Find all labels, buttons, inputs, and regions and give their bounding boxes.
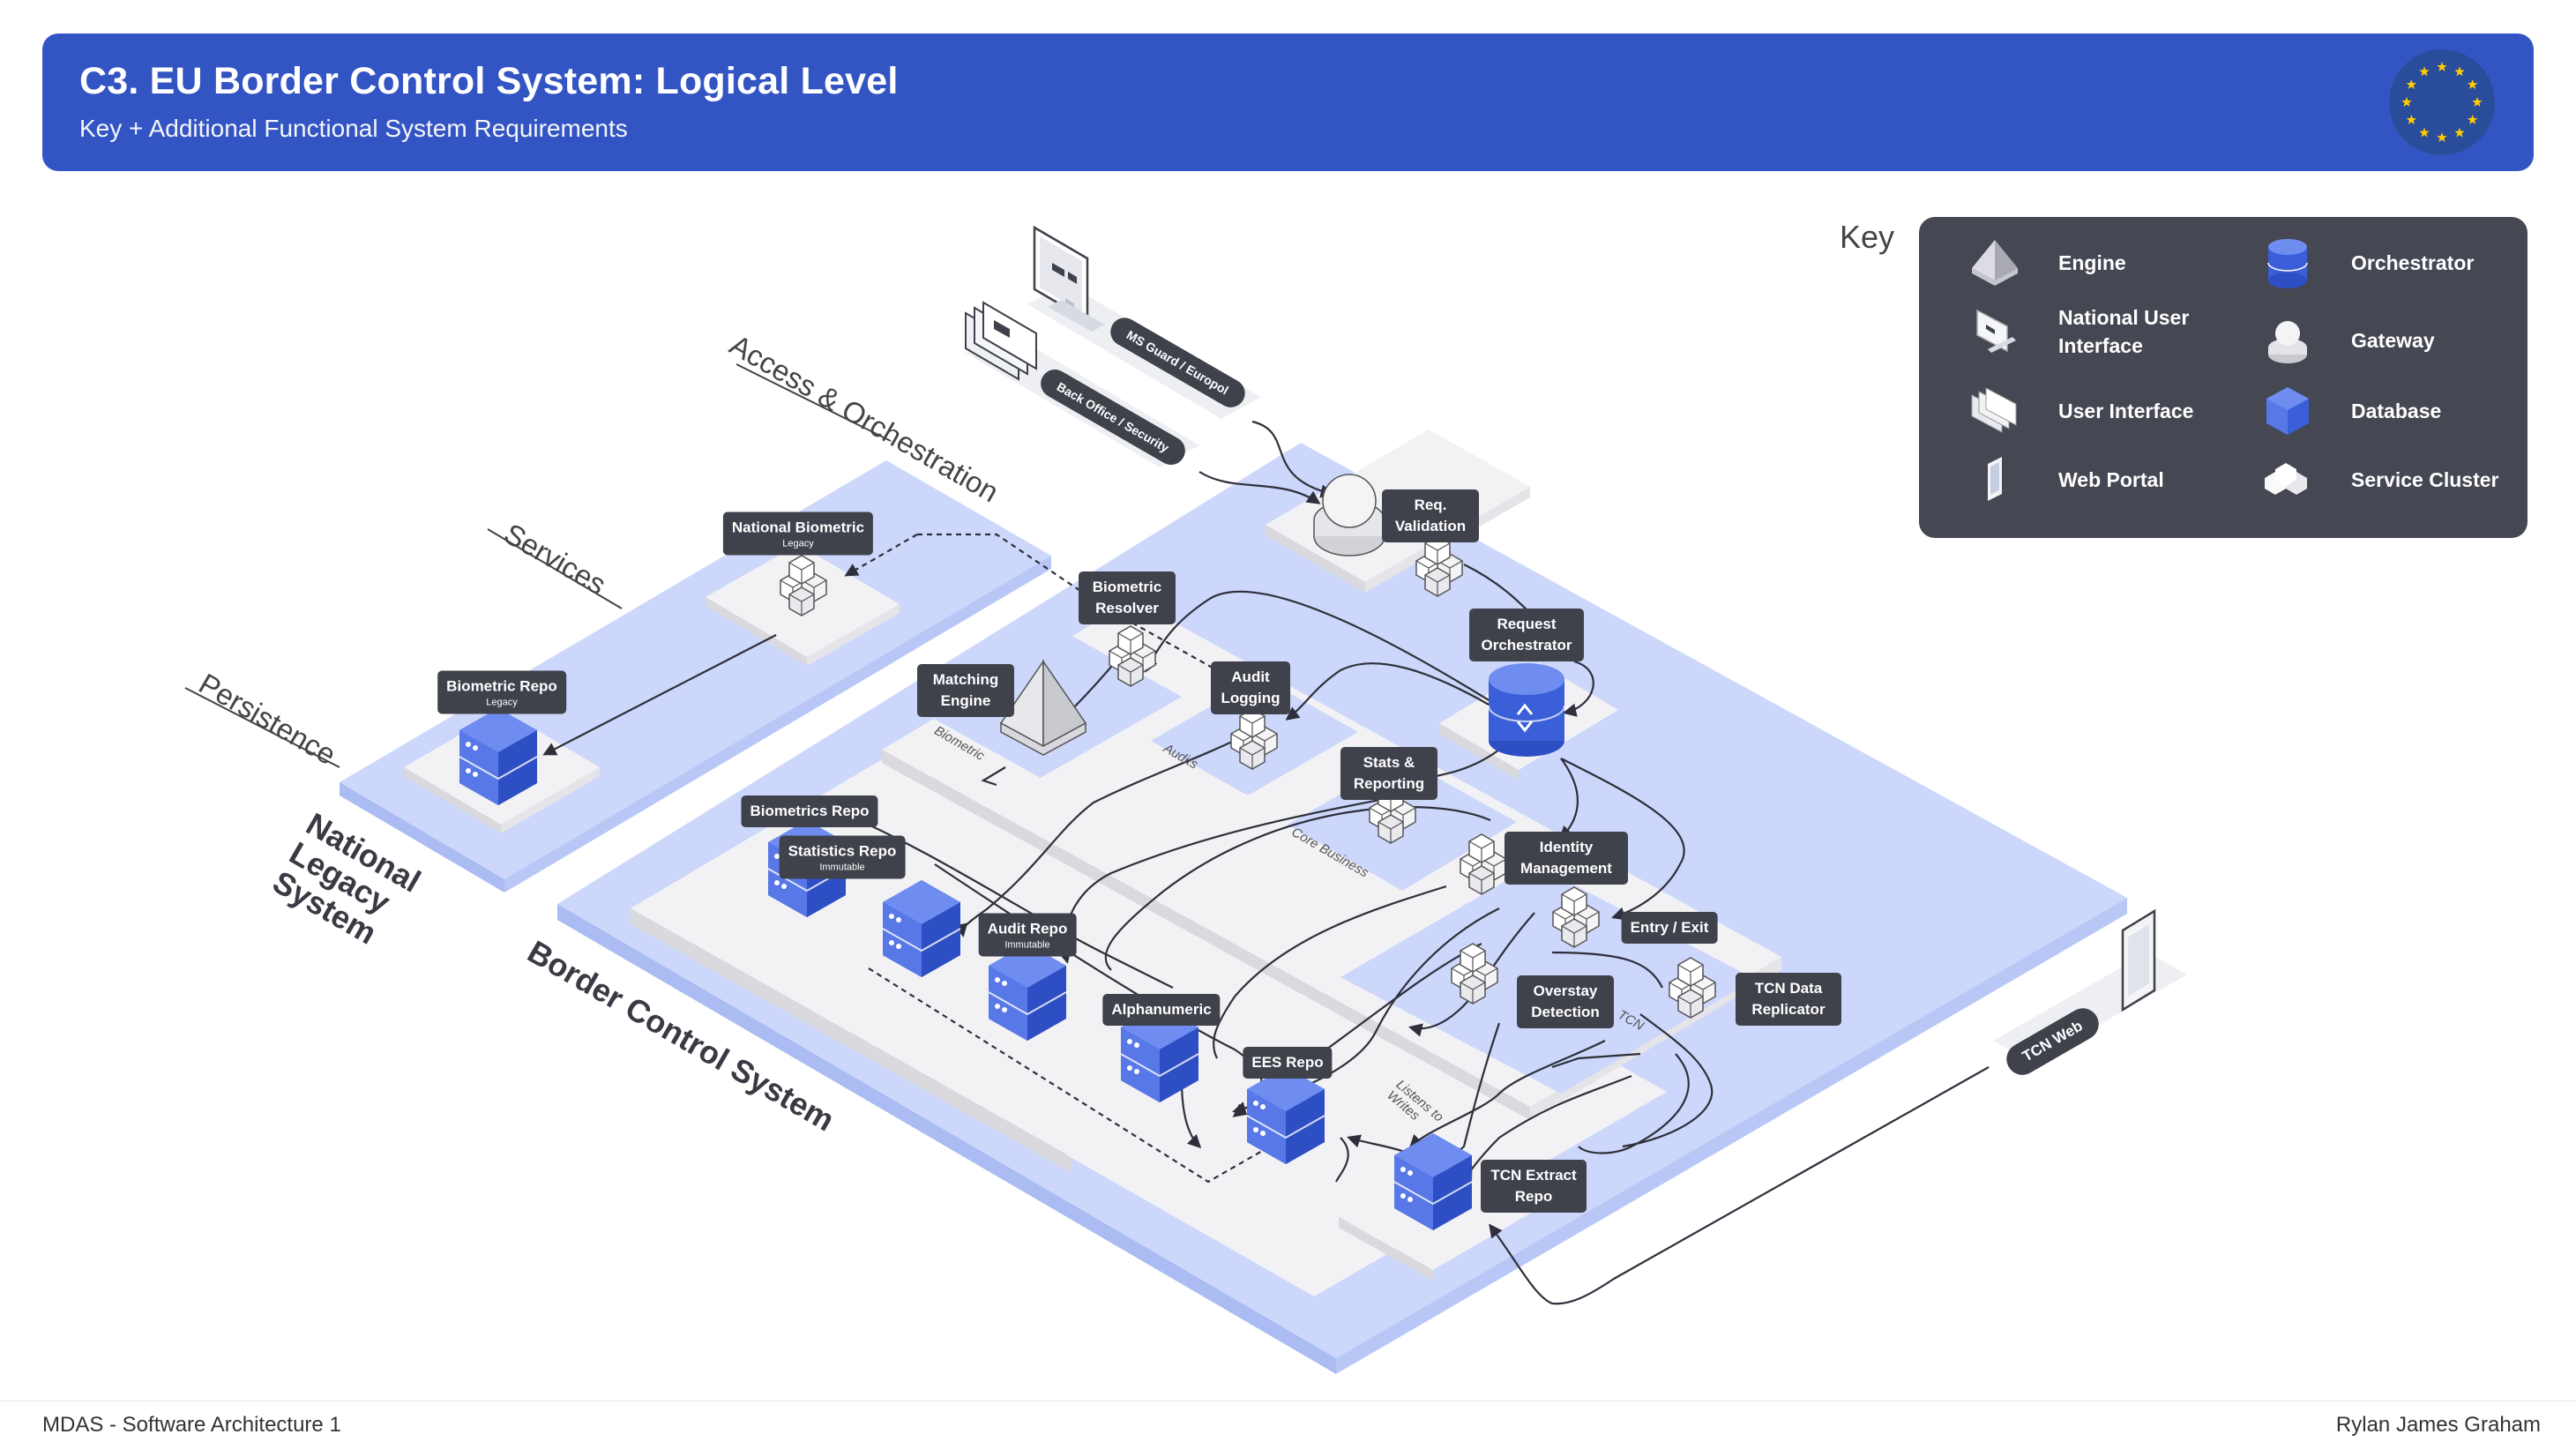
label-stats-reporting: Stats & Reporting <box>1340 747 1437 800</box>
eu-flag-icon <box>2389 49 2495 155</box>
footer-author: Rylan James Graham <box>2335 1413 2541 1437</box>
footer-course: MDAS - Software Architecture 1 <box>42 1413 341 1437</box>
eu-star <box>2406 115 2417 124</box>
label-matching-engine: Matching Engine <box>917 664 1014 717</box>
tcn-web-portal-icon <box>2121 908 2156 1012</box>
gateway-icon <box>1313 474 1385 556</box>
label-audit-logging: Audit Logging <box>1211 661 1290 714</box>
user-interface-icon <box>1971 387 2017 433</box>
matching-engine-icon <box>999 659 1087 756</box>
web-portal-icon <box>1988 457 2002 501</box>
key-item-web-portal: Web Portal <box>1967 452 2164 508</box>
label-biometric-resolver: Biometric Resolver <box>1079 571 1176 624</box>
page-subtitle: Key + Additional Functional System Requi… <box>79 115 628 142</box>
key-item-engine: Engine <box>1967 235 2126 291</box>
eu-star <box>2419 66 2430 77</box>
eu-star <box>2401 97 2412 107</box>
eu-star <box>2437 132 2447 142</box>
header-banner: C3. EU Border Control System: Logical Le… <box>42 34 2534 171</box>
national-ui-icon <box>1976 309 2016 353</box>
footer-divider <box>0 1400 2576 1401</box>
label-alphanumeric: Alphanumeric <box>1102 994 1221 1026</box>
eu-star <box>2437 62 2447 71</box>
label-entry-exit: Entry / Exit <box>1621 912 1718 944</box>
orchestrator-icon <box>2267 239 2308 288</box>
label-ees-repo: EES Repo <box>1243 1047 1333 1079</box>
label-req-validation: Req. Validation <box>1382 489 1479 542</box>
database-icon <box>2266 387 2309 435</box>
key-item-user-interface: User Interface <box>1967 383 2193 439</box>
request-orchestrator-icon <box>1488 663 1565 757</box>
service-cluster-icon <box>2265 463 2307 495</box>
label-tcn-data-replicator: TCN Data Replicator <box>1736 973 1841 1026</box>
eu-star <box>2419 127 2430 138</box>
eu-star <box>2467 79 2478 89</box>
eu-star <box>2454 127 2465 138</box>
key-title: Key <box>1840 219 1895 255</box>
eu-star <box>2467 115 2478 124</box>
key-panel: Engine Orchestrator National User Interf… <box>1919 217 2527 538</box>
ms-guard-monitor-icon <box>1033 225 1105 332</box>
label-tcn-extract-repo: TCN Extract Repo <box>1481 1160 1587 1213</box>
label-identity-management: Identity Management <box>1505 832 1628 885</box>
page-title: C3. EU Border Control System: Logical Le… <box>79 60 899 102</box>
key-item-gateway: Gateway <box>2259 312 2435 369</box>
eu-star <box>2406 79 2417 89</box>
eu-star <box>2454 66 2465 77</box>
key-item-database: Database <box>2259 383 2441 439</box>
eu-star <box>2472 97 2483 107</box>
key-item-orchestrator: Orchestrator <box>2259 235 2474 291</box>
engine-icon <box>1972 240 2018 286</box>
label-request-orchestrator: Request Orchestrator <box>1469 609 1584 661</box>
gateway-icon <box>2268 321 2307 363</box>
back-office-screens-icon <box>965 301 1037 381</box>
key-item-service-cluster: Service Cluster <box>2259 452 2498 508</box>
connectors <box>542 420 1990 1305</box>
label-overstay-detection: Overstay Detection <box>1517 975 1614 1028</box>
key-item-national-ui: National User Interface <box>1967 303 2208 360</box>
label-biometrics-repo: Biometrics Repo <box>741 795 878 827</box>
